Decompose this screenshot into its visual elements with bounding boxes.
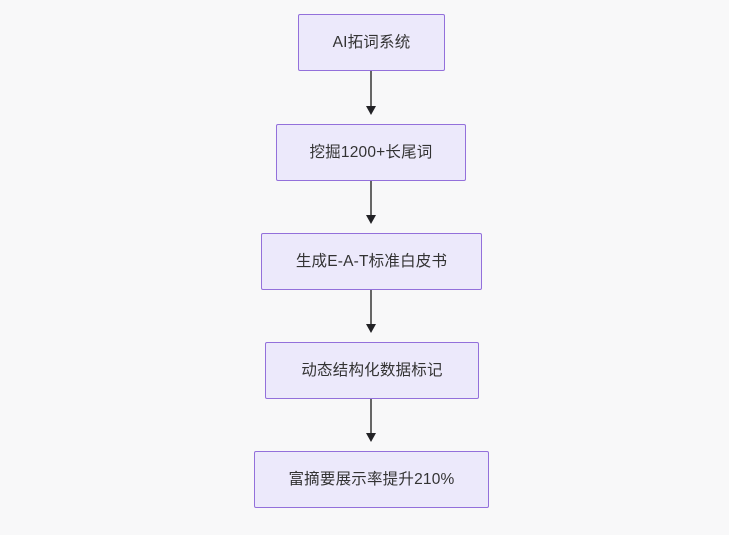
flow-node-dynamic-structured-data-markup[interactable]: 动态结构化数据标记 [265, 342, 479, 399]
edge-line [370, 290, 372, 325]
flow-node-ai-keyword-system[interactable]: AI拓词系统 [298, 14, 445, 71]
edge-line [370, 399, 372, 434]
flow-node-label: AI拓词系统 [332, 33, 411, 51]
arrowhead-icon [366, 433, 376, 442]
flow-node-label: 生成E-A-T标准白皮书 [295, 252, 448, 270]
edge-line [370, 181, 372, 216]
flow-node-mine-longtail-keywords[interactable]: 挖掘1200+长尾词 [276, 124, 466, 181]
flow-node-rich-snippet-rate-increase[interactable]: 富摘要展示率提升210% [254, 451, 489, 508]
edge-line [370, 71, 372, 107]
arrowhead-icon [366, 324, 376, 333]
arrowhead-icon [366, 215, 376, 224]
flow-node-label: 富摘要展示率提升210% [288, 470, 455, 488]
arrowhead-icon [366, 106, 376, 115]
flow-node-label: 挖掘1200+长尾词 [309, 143, 433, 161]
flow-node-generate-eat-whitepaper[interactable]: 生成E-A-T标准白皮书 [261, 233, 482, 290]
flow-node-label: 动态结构化数据标记 [301, 361, 443, 379]
